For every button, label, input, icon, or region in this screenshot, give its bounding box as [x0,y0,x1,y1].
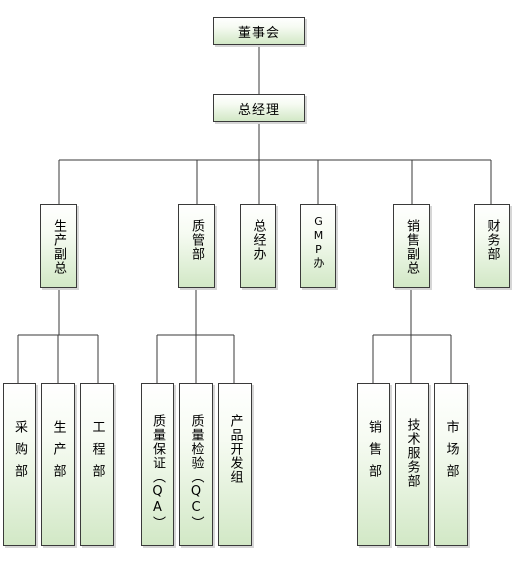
production-dept-label: 生产部 [50,420,66,486]
product-dev-node: 产品开发组 [218,383,252,546]
sales-dept-node: 销售部 [357,383,390,546]
board-node: 董事会 [213,17,305,45]
board-label: 董事会 [237,25,280,41]
tech-service-label: 技术服务部 [404,418,420,488]
quality-dept-node: 质管部 [178,204,215,288]
qa-label: 质量保证（QA） [150,414,165,530]
production-vp-label: 生产副总 [51,219,66,275]
quality-dept-label: 质管部 [189,219,204,261]
general-manager-label: 总经理 [237,102,280,118]
general-manager-node: 总经理 [213,94,305,122]
qc-label: 质量检验（QC） [188,414,204,530]
sales-dept-label: 销售部 [366,420,381,486]
finance-dept-label: 财务部 [484,219,500,261]
gm-office-node: 总经办 [240,204,276,288]
tech-service-node: 技术服务部 [395,383,429,546]
purchasing-dept-label: 采购部 [12,420,27,486]
production-vp-node: 生产副总 [40,204,77,288]
gmp-office-label: GMP办 [312,215,325,269]
market-dept-label: 市场部 [443,420,459,486]
engineering-dept-node: 工程部 [80,383,114,546]
sales-vp-label: 销售副总 [404,219,419,275]
finance-dept-node: 财务部 [474,204,510,288]
market-dept-node: 市场部 [434,383,468,546]
purchasing-dept-node: 采购部 [3,383,36,546]
gm-office-label: 总经办 [250,219,266,261]
gmp-office-node: GMP办 [300,204,336,288]
sales-vp-node: 销售副总 [393,204,430,288]
qc-node: 质量检验（QC） [179,383,213,546]
qa-node: 质量保证（QA） [141,383,174,546]
production-dept-node: 生产部 [41,383,75,546]
product-dev-label: 产品开发组 [227,414,243,484]
engineering-dept-label: 工程部 [89,420,105,486]
